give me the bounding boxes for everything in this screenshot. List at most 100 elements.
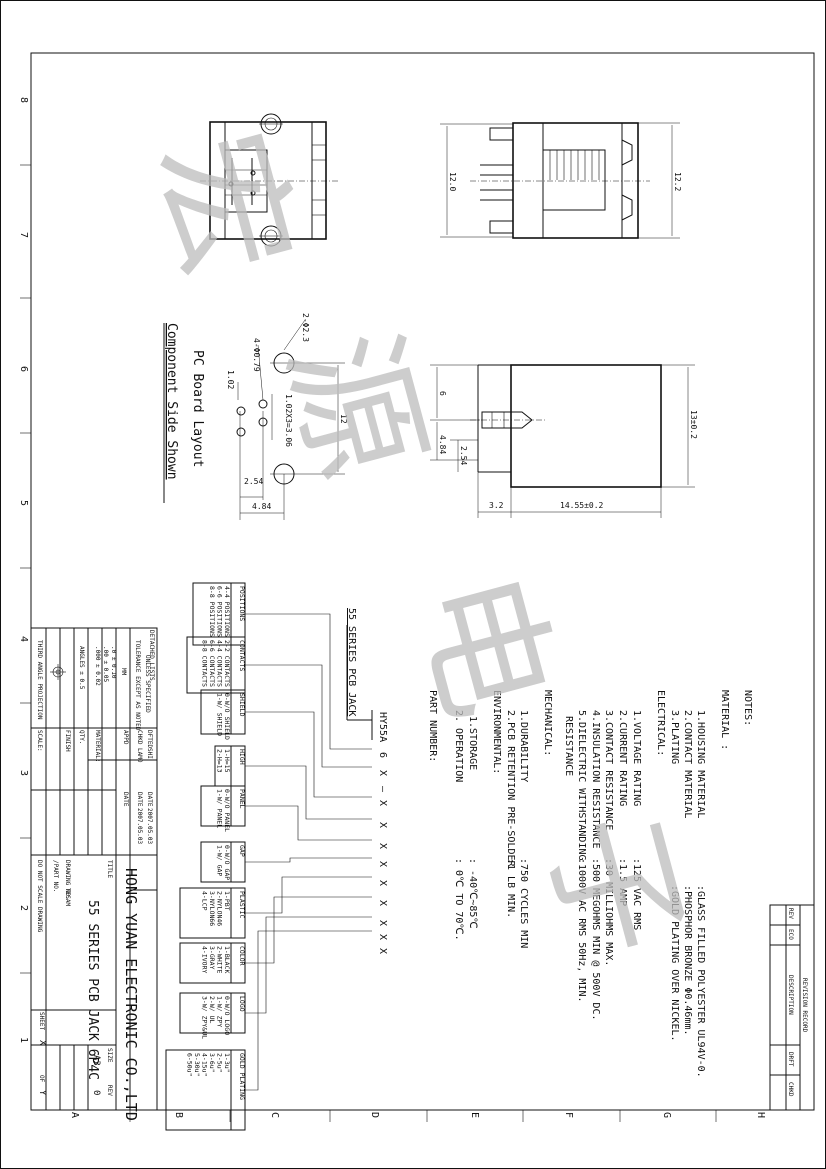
option-item: 3-W/ ZPY&UL xyxy=(201,996,209,1039)
top-side-view: 12.0 12.2 xyxy=(440,122,682,239)
option-box-title: COLOR xyxy=(238,946,246,966)
revision-col: ECO xyxy=(787,929,794,940)
dim-label: 12 xyxy=(339,414,348,424)
option-box-title: CONTACTS xyxy=(238,640,246,671)
revision-col: DRFT xyxy=(787,1052,794,1067)
note-value: : -40℃~85℃ xyxy=(467,858,478,929)
grid-letter: G xyxy=(661,1112,672,1118)
grid-number: 2 xyxy=(18,905,29,911)
option-item: 1-PBT xyxy=(223,891,231,911)
grid-number: 3 xyxy=(18,770,29,776)
note-value: :1.5 AMP xyxy=(617,858,628,906)
dim-label: 4.84 xyxy=(438,435,447,454)
unless-label: UNLESS SPECIFIED xyxy=(144,655,151,713)
option-item: 3-GRAY xyxy=(208,946,216,970)
code-char: X xyxy=(377,900,388,906)
option-box-title: LOGO xyxy=(238,996,246,1012)
pcb-layout-subtitle: Component Side Shown xyxy=(164,323,179,480)
part-no-label: /PART NO. xyxy=(52,860,59,893)
mm-label: MM xyxy=(120,668,127,676)
revision-col: REV xyxy=(787,908,794,919)
grid-letter: C xyxy=(269,1112,280,1118)
dim-label: 2-Φ2.3 xyxy=(301,313,310,342)
pcb-layout-title: PC Board Layout xyxy=(190,350,205,467)
watermark: 宏 源 电 子 xyxy=(127,117,711,974)
leader-lines xyxy=(245,613,372,1091)
option-item: 4-IVORY xyxy=(201,946,209,973)
option-item: 2-W/ UL xyxy=(208,996,216,1023)
dim-label: 1.02X3=3.06 xyxy=(284,394,293,447)
side-view: 6 4.84 2.54 13±0.2 3.2 14.55±0.2 xyxy=(430,364,698,518)
date-label: DATE xyxy=(122,792,129,807)
note-line: ELECTRICAL: xyxy=(655,690,666,756)
grid-letter: E xyxy=(469,1112,480,1118)
dim-label: 12.2 xyxy=(673,172,682,191)
revision-col: CHKD xyxy=(787,1082,794,1097)
option-item: 2-WHITE xyxy=(216,946,224,973)
title-label: TITLE xyxy=(106,860,113,878)
note-value: :GLASS FILLED POLYESTER UL94V-0. xyxy=(695,885,706,1078)
date-label: DATE xyxy=(136,792,143,807)
note-value: : 0℃ TO 70℃. xyxy=(453,858,464,941)
dim-label: 4.84 xyxy=(252,502,271,511)
appd-label: APPD xyxy=(122,730,129,745)
option-box-title: SHIELD xyxy=(238,693,246,717)
of-value: Y xyxy=(37,1090,47,1096)
note-line: RESISTANCE xyxy=(563,716,574,776)
option-item: 3-NYLON66 xyxy=(208,891,216,926)
dfted-label: DFTED xyxy=(146,730,153,748)
series-label: 55 SERIES PCB JACK xyxy=(346,608,357,716)
grid-number: 4 xyxy=(18,636,29,642)
note-value: :750 CYCLES MIN xyxy=(518,858,529,948)
option-box-title: POSITIONS xyxy=(238,586,246,621)
dim-label: 3.2 xyxy=(489,501,504,510)
notes-block: NOTES: MATERIAL : 1.HOUSING MATERIAL 2.C… xyxy=(427,690,753,1078)
title-block: DETACHED LISTS TOLERANCE EXCEPT AS NOTED… xyxy=(30,627,158,1121)
leader-line xyxy=(245,930,372,1091)
grid-number: 5 xyxy=(18,500,29,506)
option-box-title: PLASTIC xyxy=(238,891,246,918)
option-item: 1-BLACK xyxy=(223,946,231,973)
note-value: :1000V AC RMS 50Hz, MIN. xyxy=(576,858,587,1003)
material-label: MATERIAL: xyxy=(94,730,101,763)
part-code: HY55A xyxy=(377,712,388,742)
leader-line xyxy=(245,805,372,841)
option-item: 0-W/O PANEL xyxy=(223,789,231,832)
tolerance-value: .000 ± 0.02 xyxy=(94,646,101,686)
note-line: 1.DURABILITY xyxy=(518,710,529,782)
leader-line xyxy=(245,765,372,820)
pcb-layout-view: 2-Φ2.3 4-Φ0.79 1.02 1.02X3=3.06 12 2.54 … xyxy=(163,313,348,520)
of-label: OF xyxy=(38,1075,45,1083)
top-front-view xyxy=(200,113,340,247)
watermark-char: 子 xyxy=(517,797,711,974)
leader-line xyxy=(245,711,372,798)
company-name: HONG YUAN ELECTRONIC CO.,LTD xyxy=(122,868,140,1121)
code-char: X xyxy=(377,948,388,954)
leader-line xyxy=(245,613,372,750)
grid-numbers: 8 7 6 5 4 3 2 1 xyxy=(18,97,31,1043)
option-item: 6-6 POSITIONS xyxy=(216,586,224,637)
note-line: 2. OPERATION xyxy=(453,710,464,782)
note-line: 1.VOLTAGE RATING xyxy=(631,710,642,806)
code-char: X xyxy=(377,770,388,776)
option-item: 0-W/O SHIELD xyxy=(223,693,231,740)
grid-letter: A xyxy=(69,1112,80,1118)
code-char: 6 xyxy=(377,752,388,758)
note-line: MECHANICAL: xyxy=(542,690,553,756)
option-box-title: GOLD PLATING xyxy=(238,1053,246,1100)
note-line: 1.HOUSING MATERIAL xyxy=(695,710,706,818)
option-item: 0-W/O LOGO xyxy=(223,996,231,1035)
leader-line xyxy=(245,664,372,768)
note-value: :PHOSPHOR BRONZE Φ0.46mm. xyxy=(682,885,693,1036)
drawing-no-label: DRAWING NO. xyxy=(64,860,71,900)
sheet-label: SHEET xyxy=(38,1012,45,1030)
note-value: :1 LB MIN. xyxy=(505,858,516,918)
